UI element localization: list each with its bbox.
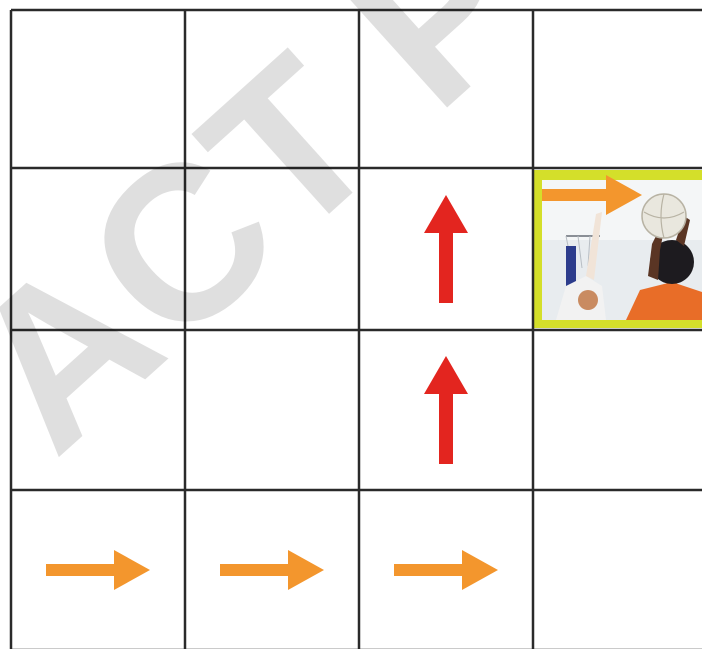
- arrow-up-icon: [424, 356, 468, 464]
- arrow-right-icon: [46, 550, 150, 590]
- arrow-right-icon: [220, 550, 324, 590]
- arrow-up-icon: [424, 195, 468, 303]
- watermark-layer: ACT P: [0, 0, 577, 496]
- watermark-text: ACT P: [0, 0, 577, 496]
- arrow-right-icon: [394, 550, 498, 590]
